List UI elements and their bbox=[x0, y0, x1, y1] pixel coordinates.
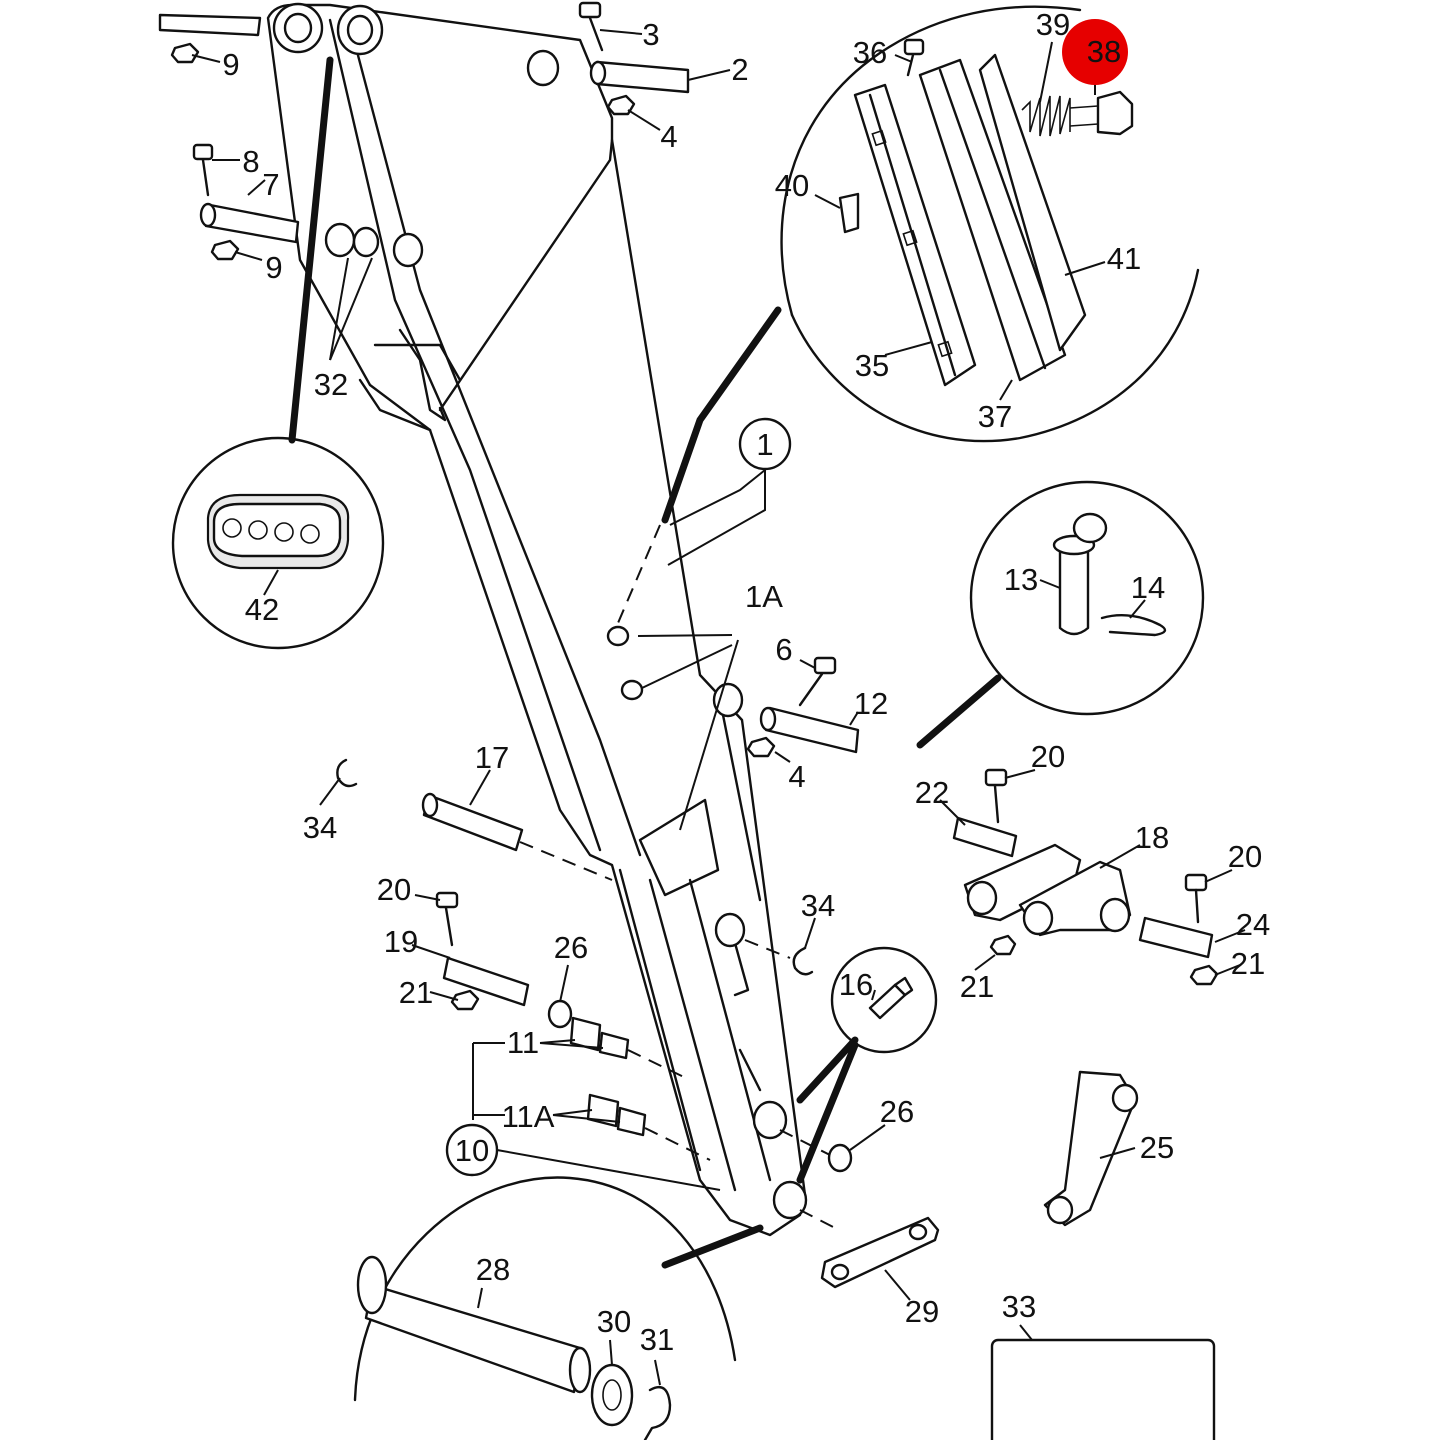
detail-connectors bbox=[288, 56, 1002, 1269]
callout-34-right: 34 bbox=[801, 888, 835, 923]
callout-17: 17 bbox=[475, 740, 509, 775]
callout-22: 22 bbox=[915, 775, 949, 810]
callout-39: 39 bbox=[1036, 7, 1070, 42]
callout-25: 25 bbox=[1140, 1130, 1174, 1165]
rubber-pad-detail bbox=[206, 493, 350, 570]
lynch-pin-detail bbox=[1052, 512, 1167, 637]
callout-14: 14 bbox=[1131, 570, 1165, 605]
callout-28: 28 bbox=[476, 1252, 510, 1287]
callout-18: 18 bbox=[1135, 820, 1169, 855]
callout-40: 40 bbox=[775, 168, 809, 203]
callout-labels: 1 1A 2 3 4 4 6 7 8 9 9 10 11 11A 12 13 1… bbox=[222, 7, 1270, 1357]
callout-20-left: 20 bbox=[377, 872, 411, 907]
wear-pad-detail bbox=[838, 38, 1134, 387]
callout-26-left: 26 bbox=[554, 930, 588, 965]
callout-1: 1 bbox=[756, 427, 773, 462]
callout-2: 2 bbox=[731, 52, 748, 87]
callout-21-right: 21 bbox=[1231, 946, 1265, 981]
callout-21-left: 21 bbox=[399, 975, 433, 1010]
callout-30: 30 bbox=[597, 1304, 631, 1339]
highlight-marker bbox=[1062, 19, 1128, 85]
small-parts bbox=[158, 1, 1219, 1440]
callout-29: 29 bbox=[905, 1294, 939, 1329]
callout-31: 31 bbox=[640, 1322, 674, 1357]
callout-38: 38 bbox=[1087, 34, 1121, 69]
callout-11: 11 bbox=[507, 1025, 539, 1060]
grease-fitting-detail bbox=[868, 976, 914, 1020]
callout-21-mid: 21 bbox=[960, 969, 994, 1004]
callout-circle-1 bbox=[738, 417, 792, 471]
callout-34-left: 34 bbox=[303, 810, 337, 845]
callout-4-mid: 4 bbox=[788, 759, 805, 794]
callout-7: 7 bbox=[262, 167, 279, 202]
callout-41: 41 bbox=[1107, 241, 1141, 276]
callout-circle-10 bbox=[445, 1123, 499, 1177]
leader-lines bbox=[191, 29, 1246, 1386]
callout-16: 16 bbox=[839, 967, 873, 1002]
callout-37: 37 bbox=[978, 399, 1012, 434]
callout-26-right: 26 bbox=[880, 1094, 914, 1129]
callout-24: 24 bbox=[1236, 907, 1270, 942]
callout-19: 19 bbox=[384, 924, 418, 959]
callout-33: 33 bbox=[1002, 1289, 1036, 1324]
callout-35: 35 bbox=[855, 348, 889, 383]
callout-3: 3 bbox=[642, 17, 659, 52]
main-pin-detail bbox=[356, 1255, 672, 1440]
callout-11a: 11A bbox=[502, 1099, 555, 1134]
callout-4-top: 4 bbox=[660, 119, 677, 154]
callout-32: 32 bbox=[314, 367, 348, 402]
callout-1a: 1A bbox=[745, 579, 783, 614]
callout-36: 36 bbox=[853, 35, 887, 70]
callout-20-upper-right: 20 bbox=[1031, 739, 1065, 774]
callout-20-right: 20 bbox=[1228, 839, 1262, 874]
callout-12: 12 bbox=[854, 686, 888, 721]
callout-8: 8 bbox=[242, 144, 259, 179]
callout-10: 10 bbox=[455, 1133, 489, 1168]
callout-42: 42 bbox=[245, 592, 279, 627]
callout-9-top: 9 bbox=[222, 47, 239, 82]
boom-arm bbox=[266, 2, 808, 1237]
callout-13: 13 bbox=[1004, 562, 1038, 597]
callout-6: 6 bbox=[775, 632, 792, 667]
assembly-lines bbox=[519, 841, 836, 1229]
callout-9-mid: 9 bbox=[265, 250, 282, 285]
